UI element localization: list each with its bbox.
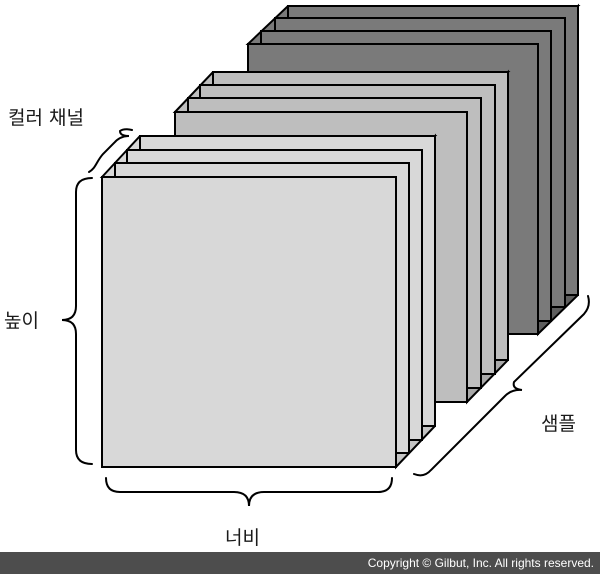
copyright-text: Copyright © Gilbut, Inc. All rights rese… (367, 556, 594, 570)
color-channel-label: 컬러 채널 (8, 107, 84, 129)
height-brace (61, 177, 93, 465)
front-front-face (101, 176, 397, 468)
height-label: 높이 (4, 310, 39, 332)
width-label: 너비 (225, 527, 260, 549)
samples-brace (413, 295, 590, 477)
color-channel-brace (88, 128, 133, 173)
copyright-footer: Copyright © Gilbut, Inc. All rights rese… (0, 552, 600, 574)
sample-stack-front (99, 133, 438, 470)
samples-label: 샘플 (541, 413, 576, 435)
width-brace (105, 477, 393, 507)
